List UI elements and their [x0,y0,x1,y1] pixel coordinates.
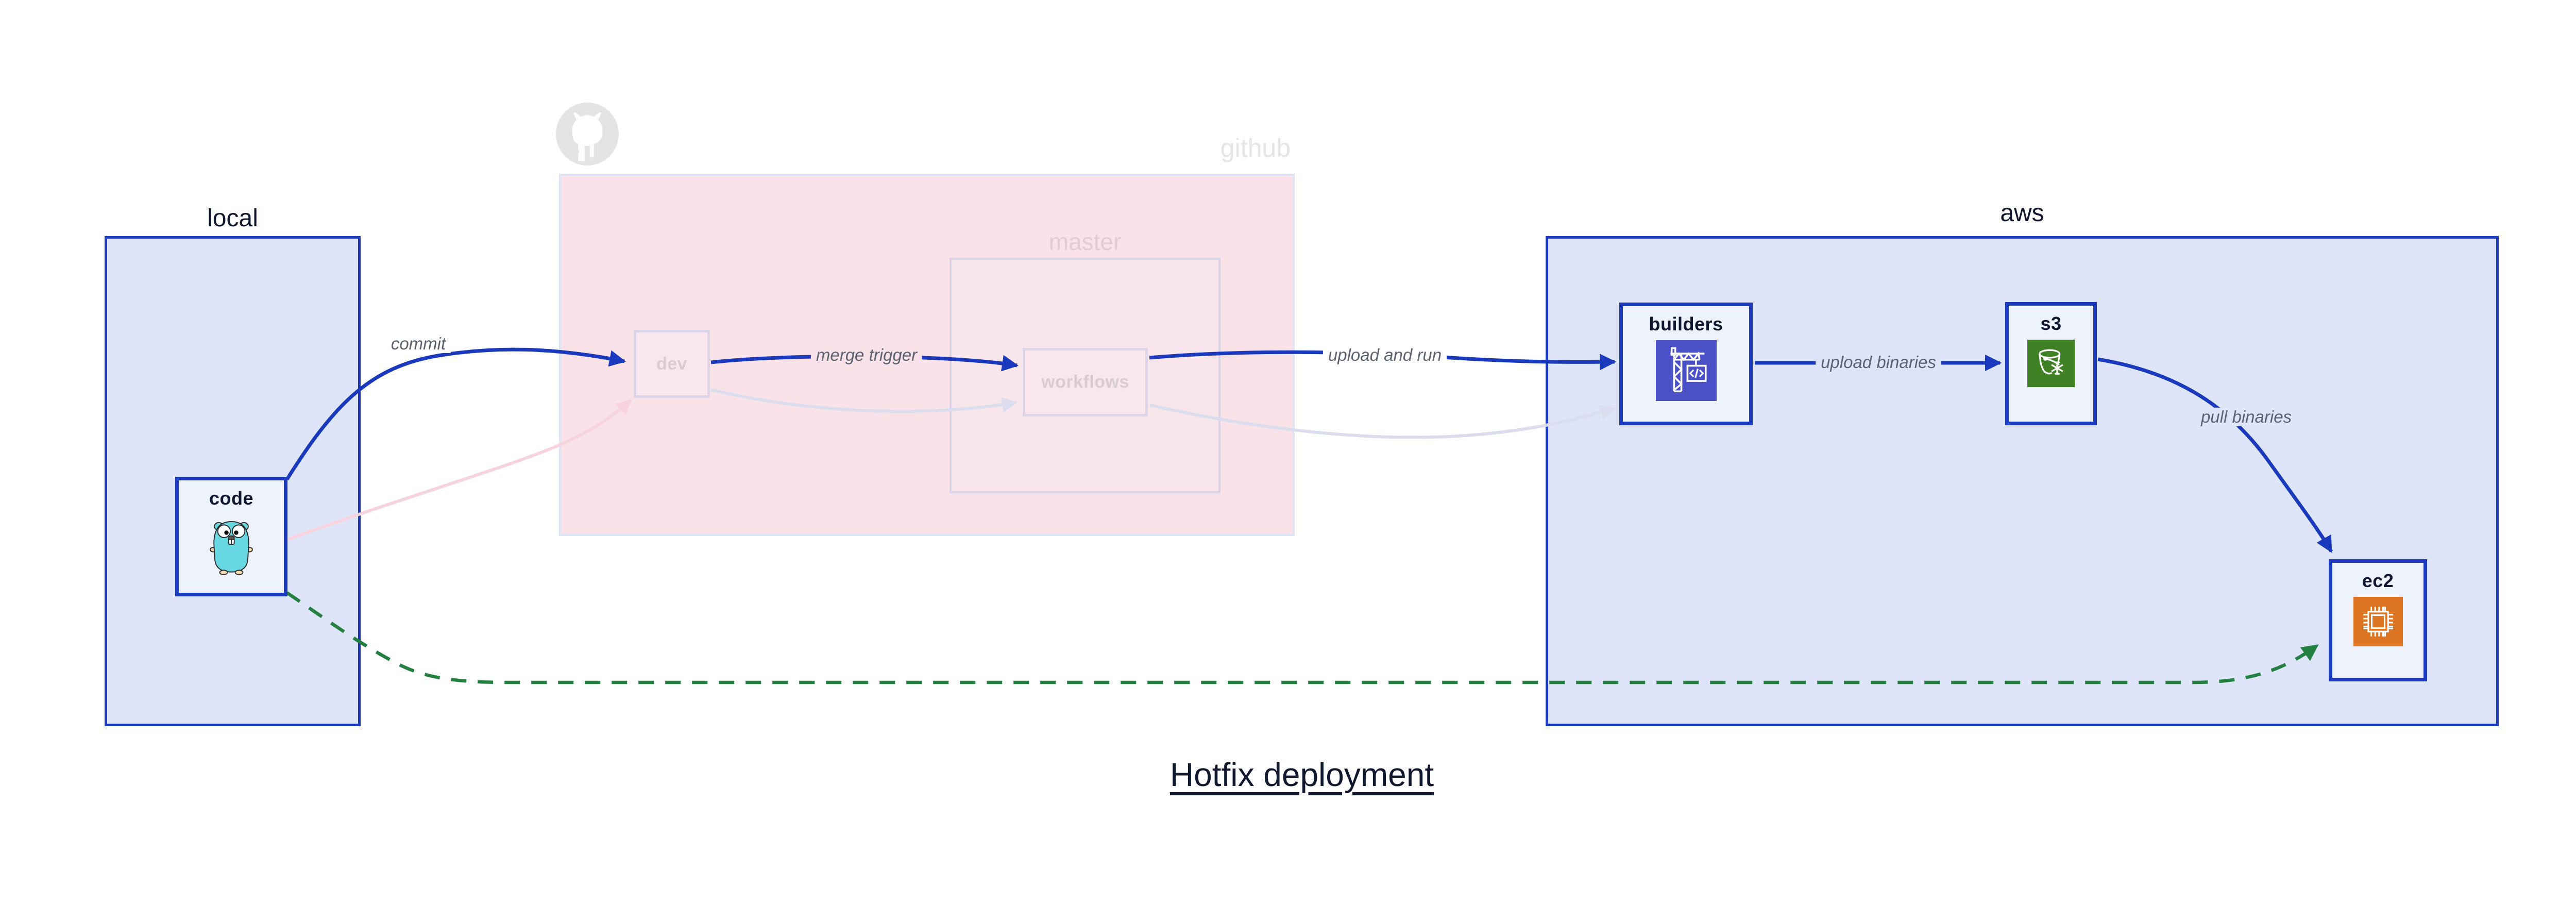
edge-label-commit: commit [385,334,451,354]
gopher-icon [207,514,256,575]
edge-label-upload-and-run: upload and run [1323,345,1447,365]
node-workflows: workflows [1023,348,1148,416]
s3-glacier-bucket-icon [2027,340,2075,387]
node-s3: s3 [2005,302,2097,425]
node-dev-label: dev [656,354,688,374]
group-master-label: master [1048,228,1122,255]
node-code: code [175,477,287,596]
node-dev: dev [634,330,710,398]
octocat-icon [555,102,619,166]
group-local-label: local [207,205,258,232]
ec2-chip-icon [2353,597,2403,646]
node-workflows-label: workflows [1041,372,1129,392]
node-s3-label: s3 [2040,313,2062,334]
node-ec2: ec2 [2329,559,2427,681]
node-code-label: code [209,488,254,509]
node-builders: builders [1619,303,1753,425]
node-ec2-label: ec2 [2362,570,2394,591]
edge-label-upload-binaries: upload binaries [1816,353,1941,372]
group-github-label: github [1220,133,1291,162]
node-builders-label: builders [1649,313,1723,335]
codebuild-crane-icon [1655,340,1717,401]
group-aws-label: aws [2000,199,2044,227]
edge-label-pull-binaries: pull binaries [2195,407,2297,427]
diagram-title: Hotfix deployment [1170,756,1434,793]
edge-label-merge-trigger: merge trigger [810,345,923,365]
